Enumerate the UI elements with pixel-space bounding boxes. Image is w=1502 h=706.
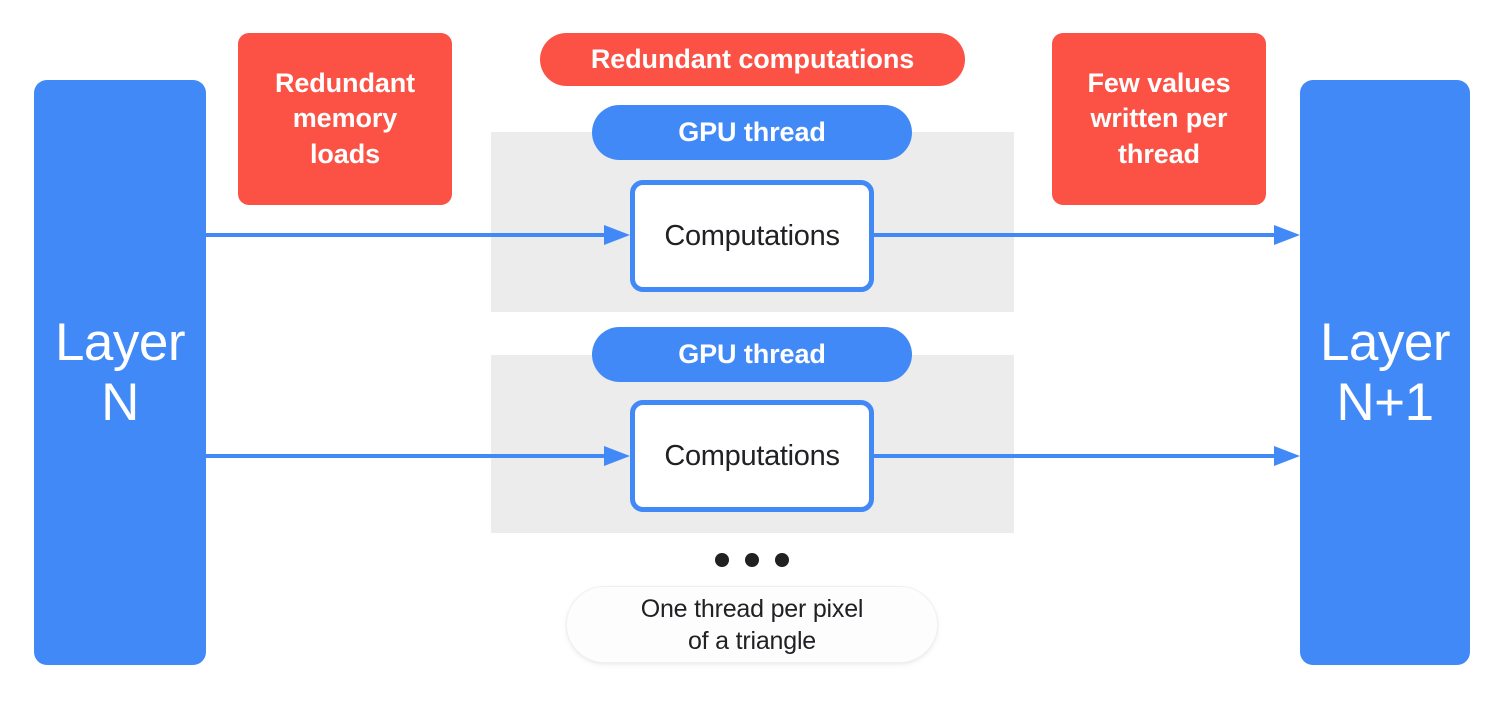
ellipsis-dot-3 [775, 553, 789, 567]
gpu-thread-pill-2: GPU thread [592, 327, 912, 382]
layer-n-plus-1-block: Layer N+1 [1300, 80, 1470, 665]
callout-few-values-written: Few values written per thread [1052, 33, 1266, 205]
note-one-thread-per-pixel-label: One thread per pixel of a triangle [640, 594, 864, 655]
arrow-in-thread-1 [206, 225, 630, 245]
ellipsis-dot-2 [745, 553, 759, 567]
gpu-thread-pill-2-label: GPU thread [678, 339, 826, 369]
computations-box-1: Computations [630, 180, 874, 292]
gpu-thread-pill-1-label: GPU thread [678, 117, 826, 147]
callout-redundant-memory-loads-label: Redundant memory loads [274, 68, 416, 169]
computations-box-2: Computations [630, 400, 874, 512]
callout-redundant-memory-loads: Redundant memory loads [238, 33, 452, 205]
layer-n-block: Layer N [34, 80, 206, 665]
callout-few-values-written-label: Few values written per thread [1087, 68, 1231, 169]
layer-n-label: Layer N [54, 313, 186, 432]
callout-redundant-computations: Redundant computations [540, 33, 965, 86]
arrow-out-thread-2 [872, 446, 1300, 466]
note-one-thread-per-pixel: One thread per pixel of a triangle [566, 586, 938, 663]
computations-box-2-label: Computations [664, 439, 840, 472]
arrow-out-thread-1 [872, 225, 1300, 245]
ellipsis-dot-1 [715, 553, 729, 567]
callout-redundant-computations-label: Redundant computations [590, 44, 915, 74]
computations-box-1-label: Computations [664, 219, 840, 252]
gpu-thread-pill-1: GPU thread [592, 105, 912, 160]
more-threads-ellipsis [692, 550, 812, 570]
layer-n-plus-1-label: Layer N+1 [1319, 313, 1451, 432]
arrow-in-thread-2 [206, 446, 630, 466]
